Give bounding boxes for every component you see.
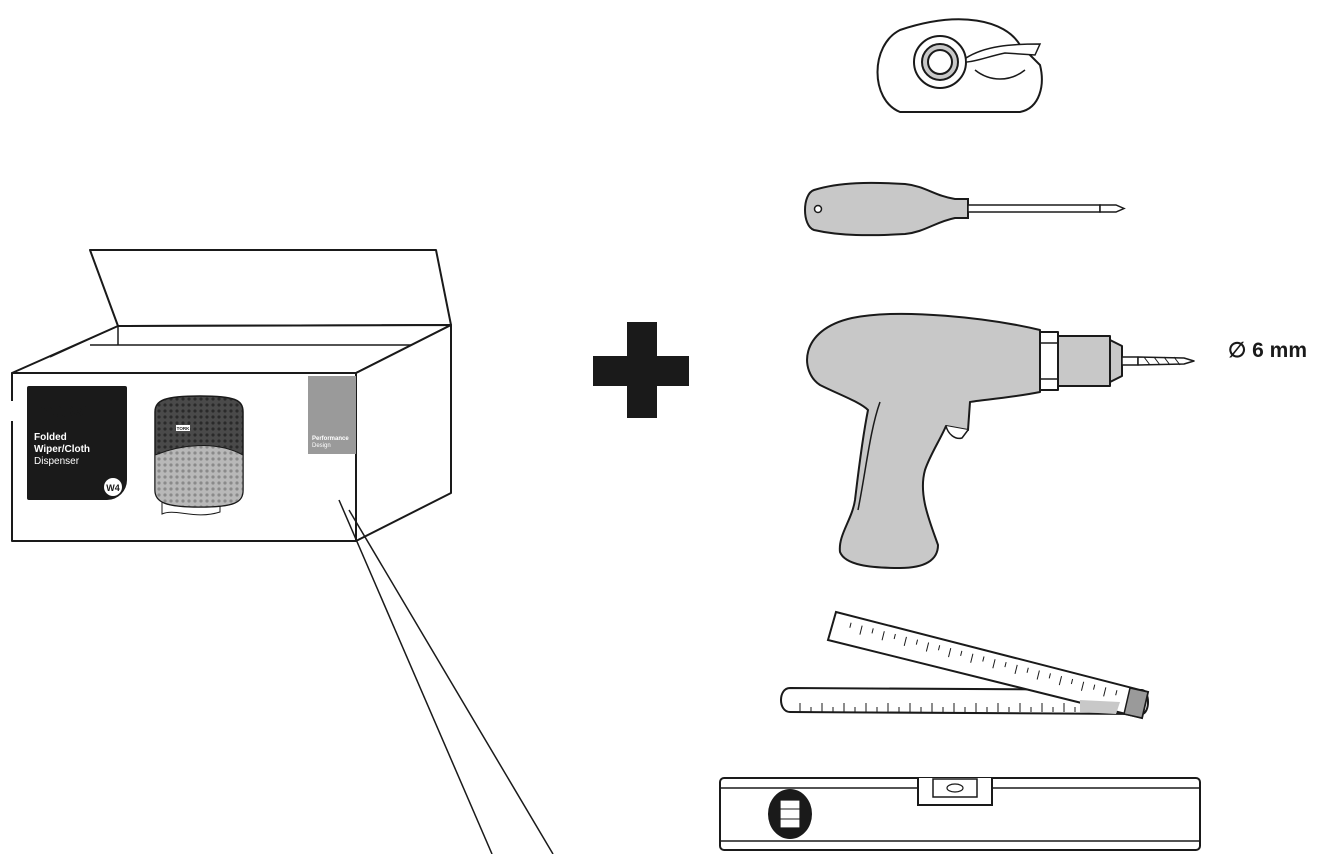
ruler-tick [937,645,941,651]
ruler-tick [1004,661,1007,668]
performance-text-line2: Design [312,443,331,449]
ruler-tick [881,631,885,641]
folding-ruler-icon [780,610,1150,720]
ruler-tick [1036,670,1040,680]
ruler-tick [1058,676,1063,686]
ruler-tick [948,647,952,658]
performance-text-line1: Performance [312,436,349,442]
ruler-tick [1014,664,1018,675]
ruler-tick [970,653,974,663]
ruler-tick [960,650,963,657]
system-badge [104,478,122,496]
drill-bit-size-label: ∅ 6 mm [1228,339,1307,362]
ruler-tick [849,622,852,628]
ruler-tick [1103,687,1107,697]
ruler-tick [1080,681,1085,691]
tape-dispenser-icon [876,18,1043,113]
ruler-tick [1115,690,1118,696]
box-back-flap [89,249,452,327]
spirit-level-icon [719,777,1201,851]
callout-lines [338,499,554,854]
screwdriver-icon [804,181,1126,237]
product-label-panel: TORK Folded Wiper/Cloth Dispenser W4 [0,386,127,500]
dispenser-image: TORK [154,395,244,516]
ruler-tick [893,633,896,640]
tork-logo [0,401,24,421]
ruler-tick [982,656,985,662]
ruler-tick [903,636,907,646]
system-badge-text: W4 [106,483,120,493]
ruler-tick [925,642,930,652]
ruler-tick [992,659,996,669]
ruler-tick [1070,678,1074,685]
plus-icon [593,322,689,418]
tork-logo-text: TORK [40,404,86,421]
ruler-tick [1048,673,1051,679]
ruler-tick [915,639,919,645]
product-name-line1: Folded [34,432,67,443]
ruler-tick [859,625,863,635]
product-name-line2: Wiper/Cloth [34,444,90,455]
ruler-tick [1026,667,1029,673]
dispenser-logo-text: TORK [177,426,190,431]
drill-icon [806,312,1195,569]
ruler-tick [1093,684,1096,690]
product-name-line3: Dispenser [34,456,80,467]
ruler-tick [871,628,874,634]
performance-panel: Performance Design [308,376,356,454]
